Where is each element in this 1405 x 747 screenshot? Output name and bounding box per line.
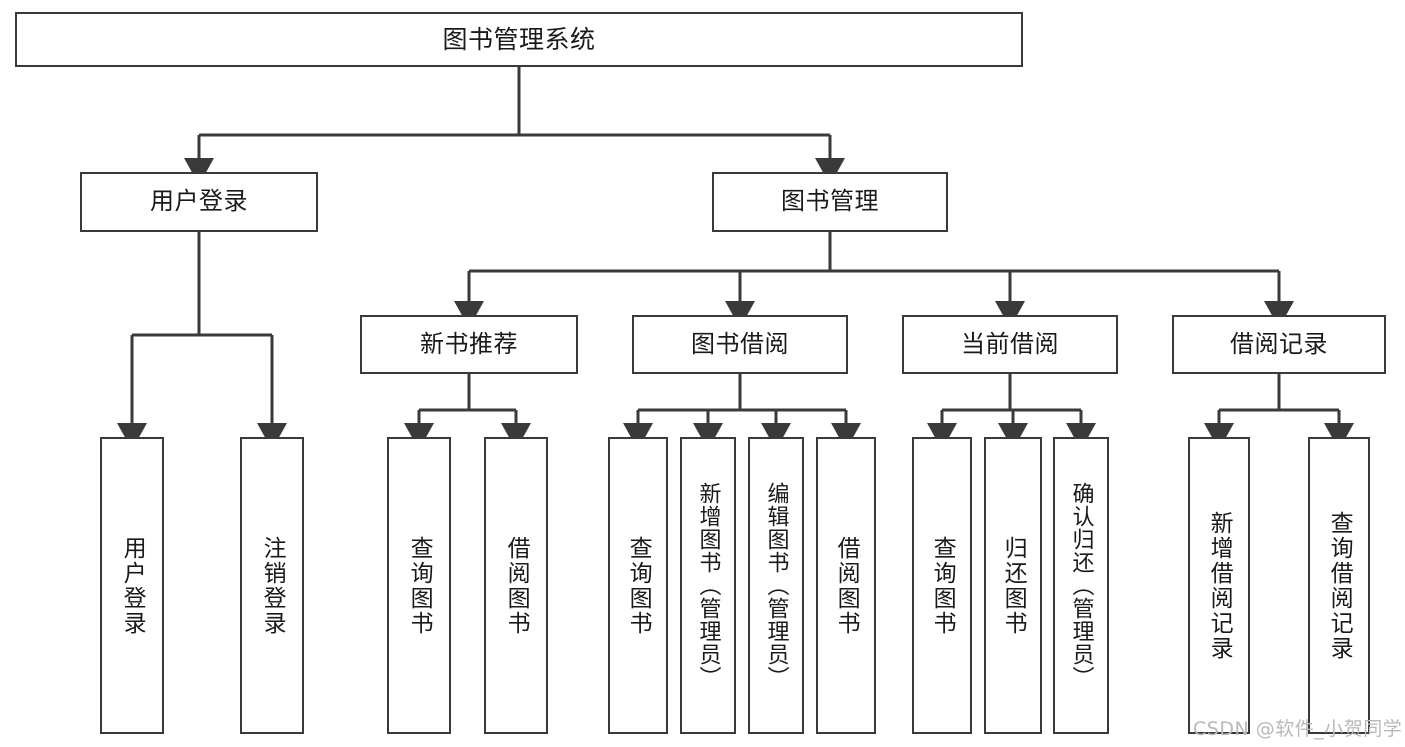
node-newbook[interactable]: 新书推荐 [360,315,578,374]
node-label: 当前借阅 [961,329,1059,358]
node-label: 用户登录 [150,187,248,216]
node-label: 确认归还（管理员） [1068,482,1094,689]
node-leaf4[interactable]: 借阅图书 [484,437,548,734]
node-label: 新书推荐 [420,329,518,358]
node-leaf9[interactable]: 查询图书 [912,437,972,734]
node-current[interactable]: 当前借阅 [902,315,1118,374]
node-label: 图书管理 [781,187,879,216]
node-label: 图书借阅 [691,329,789,358]
node-leaf11[interactable]: 确认归还（管理员） [1053,437,1109,734]
node-label: 查询图书 [929,535,956,636]
node-leaf13[interactable]: 查询借阅记录 [1308,437,1370,734]
node-leaf8[interactable]: 借阅图书 [816,437,876,734]
node-label: 新增借阅记录 [1206,510,1233,661]
node-label: 借阅图书 [503,535,530,636]
node-label: 归还图书 [1000,535,1027,636]
node-leaf3[interactable]: 查询图书 [387,437,451,734]
node-leaf12[interactable]: 新增借阅记录 [1188,437,1250,734]
node-leaf1[interactable]: 用户登录 [100,437,164,734]
node-label: 查询图书 [406,535,433,636]
node-label: 借阅图书 [833,535,860,636]
node-leaf7[interactable]: 编辑图书（管理员） [748,437,804,734]
node-label: 查询借阅记录 [1326,510,1353,661]
node-label: 新增图书（管理员） [695,482,721,689]
node-leaf2[interactable]: 注销登录 [240,437,304,734]
node-login[interactable]: 用户登录 [80,172,318,232]
node-leaf6[interactable]: 新增图书（管理员） [680,437,736,734]
node-leaf5[interactable]: 查询图书 [608,437,668,734]
node-label: 借阅记录 [1230,329,1328,358]
node-bookmgmt[interactable]: 图书管理 [712,172,948,232]
node-label: 编辑图书（管理员） [763,482,789,689]
csdn-watermark: CSDN @软件_小贺同学 [1193,718,1403,740]
node-records[interactable]: 借阅记录 [1172,315,1386,374]
node-root[interactable]: 图书管理系统 [15,12,1023,67]
node-label: 用户登录 [119,535,146,636]
node-leaf10[interactable]: 归还图书 [984,437,1042,734]
node-label: 注销登录 [259,535,286,636]
node-label: 图书管理系统 [442,25,596,54]
node-borrow[interactable]: 图书借阅 [632,315,848,374]
node-label: 查询图书 [625,535,652,636]
